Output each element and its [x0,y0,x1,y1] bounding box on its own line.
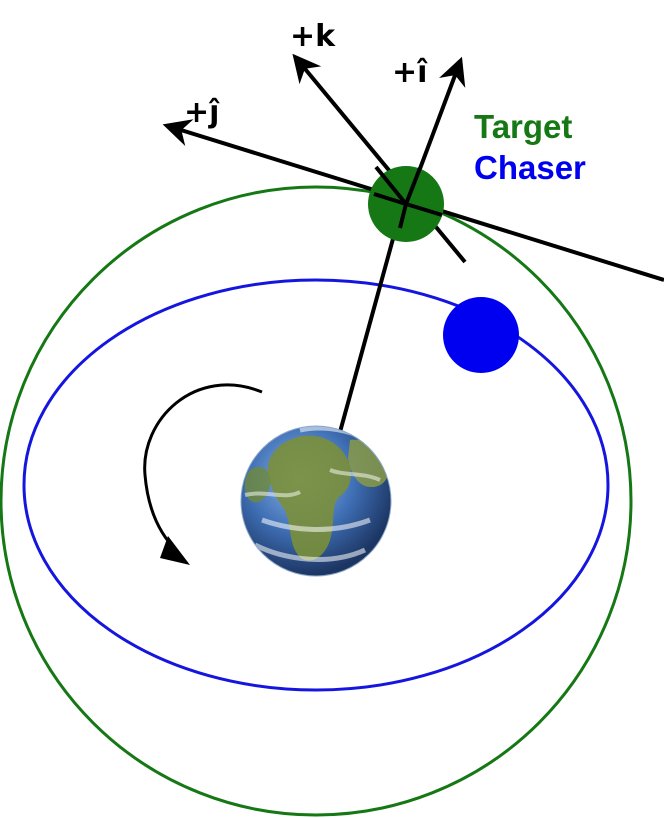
k-axis-line [292,53,467,264]
k-axis-label: +k [290,19,336,54]
chaser-spacecraft [443,297,519,373]
legend-chaser: Chaser [474,149,586,186]
target-orbit [0,185,633,817]
chaser-orbit [22,278,610,692]
i-axis-label: +î [392,55,428,90]
j-axis-label: +ĵ [184,95,220,130]
earth-icon [240,425,392,577]
radial-line [338,205,404,433]
rotation-arrow [143,383,263,554]
rotation-arrowhead-icon [160,536,190,565]
legend-target: Target [474,108,572,145]
